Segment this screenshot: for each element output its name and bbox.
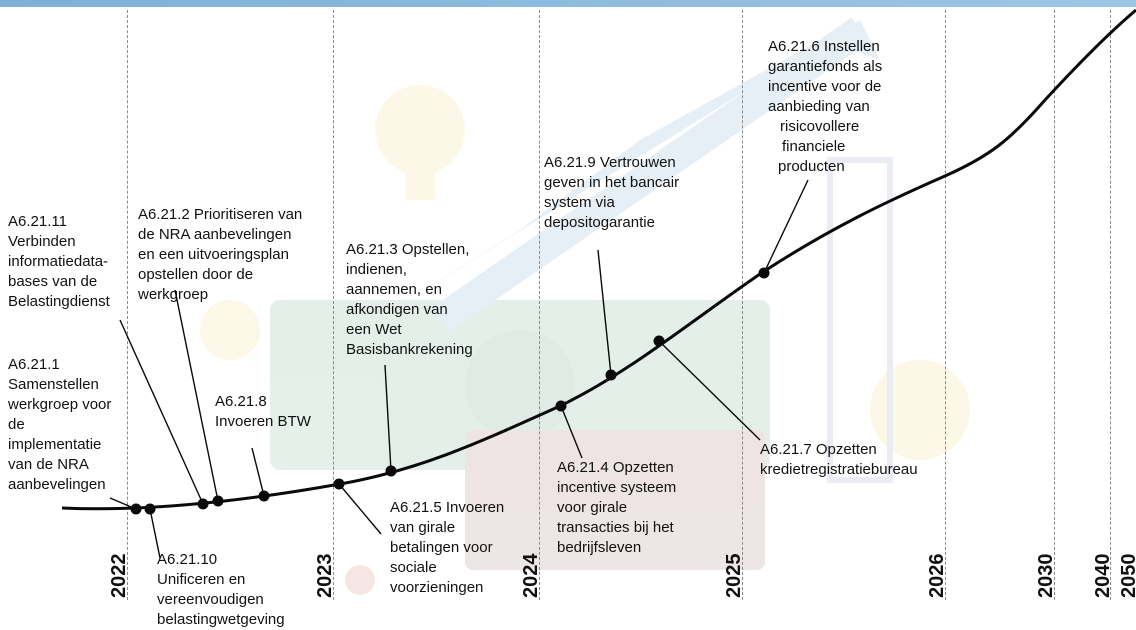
milestone-label-a6-21-6: A6.21.6 Instellen garantiefonds als ince…	[768, 38, 883, 175]
leader-line-a6-21-3	[384, 364, 392, 472]
leader-line-a6-21-7	[658, 340, 761, 441]
year-gridline	[539, 10, 540, 600]
milestone-dot	[653, 335, 665, 347]
milestone-label-a6-21-2: A6.21.2 Prioritiseren van de NRA aanbeve…	[138, 206, 303, 303]
milestone-dot	[758, 267, 770, 279]
milestone-label-a6-21-1: A6.21.1 Samenstellen werkgroep voor de i…	[8, 356, 112, 493]
year-label: 2030	[1035, 553, 1057, 599]
milestone-dot	[385, 465, 397, 477]
milestone-label-a6-21-10: A6.21.10 Unificeren en vereenvoudigen be…	[157, 551, 285, 628]
milestone-label-a6-21-11: A6.21.11 Verbinden informatiedata- bases…	[8, 213, 110, 310]
milestone-dot	[605, 369, 617, 381]
roadmap-curve	[61, 8, 1136, 511]
milestone-dot	[258, 490, 270, 502]
year-gridline	[945, 10, 946, 600]
leader-line-a6-21-5	[338, 483, 382, 535]
milestone-label-a6-21-3: A6.21.3 Opstellen, indienen, aannemen, e…	[346, 241, 473, 358]
year-label: 2025	[723, 553, 745, 599]
leader-line-a6-21-4	[560, 405, 583, 459]
leader-line-a6-21-6	[763, 179, 809, 274]
leader-line-a6-21-2	[174, 289, 219, 502]
year-label: 2026	[926, 553, 948, 599]
leader-line-a6-21-11	[119, 319, 204, 505]
milestone-label-a6-21-4: A6.21.4 Opzetten incentive systeem voor …	[557, 459, 677, 556]
milestone-label-a6-21-8: A6.21.8 Invoeren BTW	[215, 393, 311, 430]
milestone-label-a6-21-7: A6.21.7 Opzetten kredietregistratieburea…	[760, 441, 918, 478]
leader-line-a6-21-10	[149, 508, 161, 559]
year-gridline	[1054, 10, 1055, 600]
leader-line-a6-21-8	[251, 447, 265, 497]
leader-line-a6-21-9	[597, 249, 612, 376]
year-label: 2023	[314, 553, 336, 599]
year-gridline	[333, 10, 334, 600]
milestone-dot	[555, 400, 567, 412]
milestone-label-a6-21-9: A6.21.9 Vertrouwen geven in het bancair …	[544, 154, 680, 231]
milestone-dot	[212, 495, 224, 507]
year-label: 2040	[1092, 553, 1114, 599]
year-gridline	[127, 10, 128, 600]
year-gridline	[742, 10, 743, 600]
milestone-dot	[197, 498, 209, 510]
top-accent-bar	[0, 0, 1136, 7]
milestone-label-a6-21-5: A6.21.5 Invoeren van girale betalingen v…	[390, 499, 505, 596]
year-label: 2024	[520, 553, 542, 599]
year-gridline	[1110, 10, 1111, 600]
milestone-dot	[130, 503, 142, 515]
year-label: 2022	[108, 553, 130, 599]
milestone-dot	[333, 478, 345, 490]
year-label: 2050	[1118, 553, 1136, 599]
milestone-dot	[144, 503, 156, 515]
